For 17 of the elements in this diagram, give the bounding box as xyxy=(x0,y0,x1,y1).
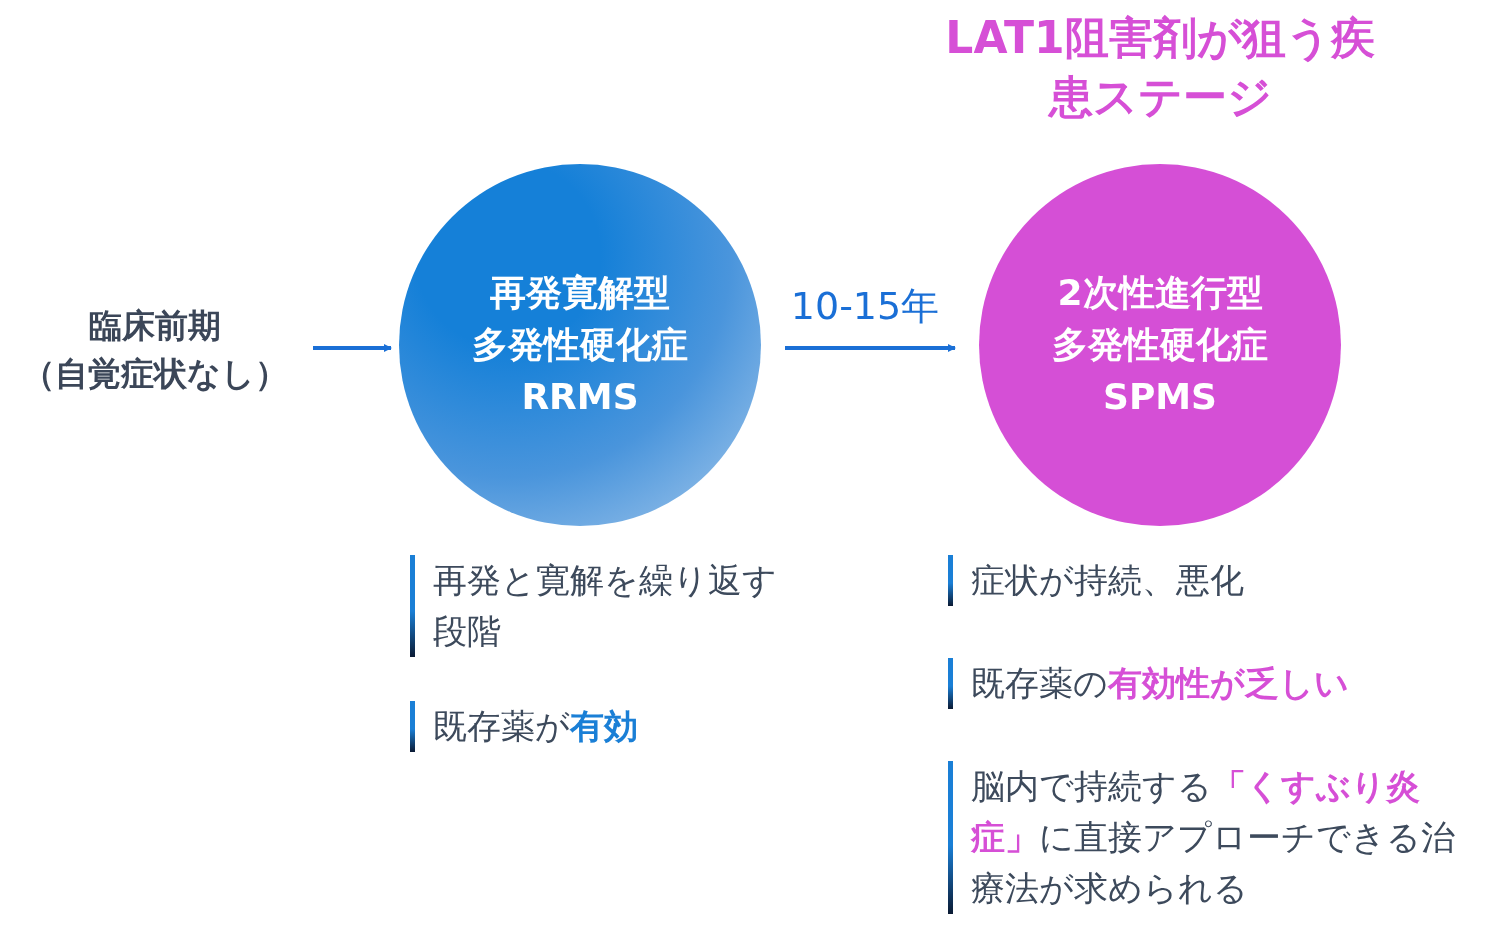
node-label: SPMS xyxy=(1102,375,1218,420)
edge-label: 10-15年 xyxy=(790,287,940,325)
arrow xyxy=(313,344,392,352)
arrow xyxy=(785,344,956,352)
note-text: 脳内で持続する「くすぶり炎症」に直接アプローチできる治療法が求められる xyxy=(971,765,1456,910)
note-text: 症状が持続、悪化 xyxy=(971,559,1244,602)
node-label: RRMS xyxy=(521,375,639,420)
node-label: （自覚症状なし） xyxy=(22,353,288,395)
note-text: 再発と寛解を繰り返す段階 xyxy=(433,559,778,653)
node-label: 再発寛解型 xyxy=(490,270,670,315)
node-label: 多発性硬化症 xyxy=(1052,322,1268,367)
node-label: 臨床前期 xyxy=(89,305,221,348)
title: LAT1阻害剤が狙う疾患ステージ xyxy=(944,11,1376,125)
note-text: 既存薬が有効 xyxy=(433,705,638,748)
node-label: 多発性硬化症 xyxy=(472,322,688,367)
note-text: 既存薬の有効性が乏しい xyxy=(971,662,1349,705)
node-label: 2次性進行型 xyxy=(1057,270,1263,315)
